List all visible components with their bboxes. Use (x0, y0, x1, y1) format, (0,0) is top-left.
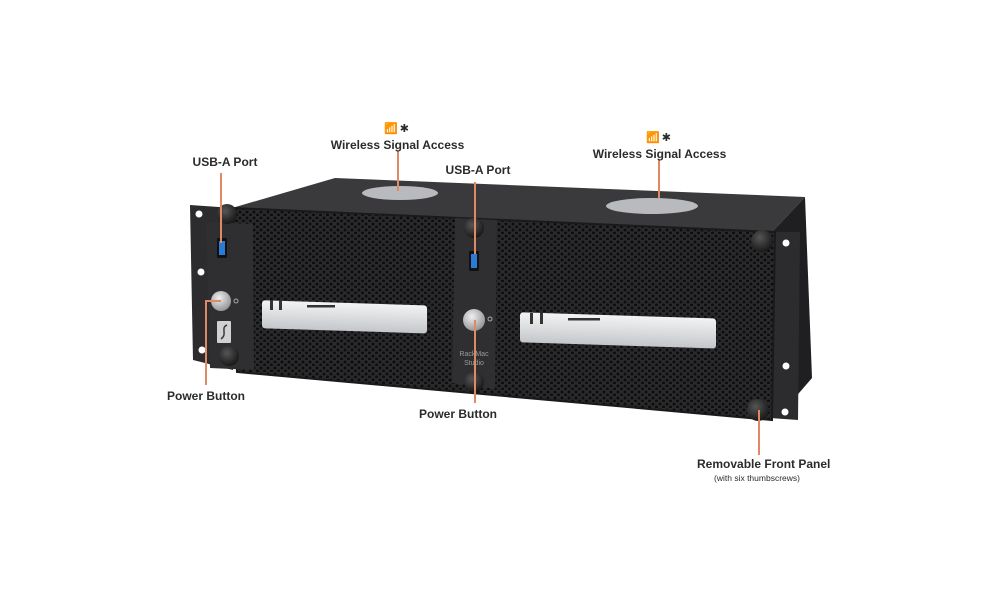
callout-power-left: Power Button (166, 389, 246, 403)
thumbscrew (217, 204, 237, 224)
power-button-left (211, 291, 231, 311)
callout-front-panel-sub: (with six thumbscrews) (714, 473, 800, 483)
callout-wireless-left: 📶✱ Wireless Signal Access (330, 122, 465, 152)
wifi-bluetooth-icons: 📶✱ (330, 122, 465, 135)
callout-wireless-right: 📶✱ Wireless Signal Access (592, 131, 727, 161)
mac-studio-right (520, 312, 716, 349)
callout-power-center-label: Power Button (419, 407, 497, 421)
thumbscrew (751, 230, 773, 252)
wifi-bluetooth-icons: 📶✱ (592, 131, 727, 144)
leader-wireless-right (658, 160, 660, 198)
wifi-icon: 📶 (646, 132, 662, 144)
callout-usb-left-label: USB-A Port (192, 155, 258, 169)
leader-usb-left (220, 173, 222, 243)
callout-wireless-right-label: Wireless Signal Access (592, 147, 727, 161)
callout-wireless-left-label: Wireless Signal Access (330, 138, 465, 152)
callout-power-left-label: Power Button (167, 389, 245, 403)
wifi-icon: 📶 (384, 123, 400, 135)
callout-front-panel-label: Removable Front Panel (697, 457, 831, 471)
leader-power-left (205, 300, 207, 385)
callout-power-center: Power Button (413, 407, 503, 421)
callout-usb-center: USB-A Port (443, 163, 513, 177)
bluetooth-icon: ✱ (399, 123, 411, 135)
callout-usb-center-label: USB-A Port (445, 163, 511, 177)
leader-wireless-left (397, 151, 399, 191)
top-opening-right (606, 198, 698, 214)
usb-port-icon (217, 238, 479, 271)
thumbscrew (219, 346, 239, 366)
rack-ear-right (770, 232, 800, 420)
leader-power-left-h (205, 300, 221, 302)
leader-usb-center (474, 182, 476, 254)
mac-studio-left (262, 300, 427, 334)
leader-front-panel (758, 410, 760, 455)
leader-power-center (474, 320, 476, 403)
callout-front-panel: Removable Front Panel (with six thumbscr… (697, 457, 830, 483)
bluetooth-icon: ✱ (661, 132, 673, 144)
callout-usb-left: USB-A Port (190, 155, 260, 169)
top-opening-left (362, 186, 438, 200)
